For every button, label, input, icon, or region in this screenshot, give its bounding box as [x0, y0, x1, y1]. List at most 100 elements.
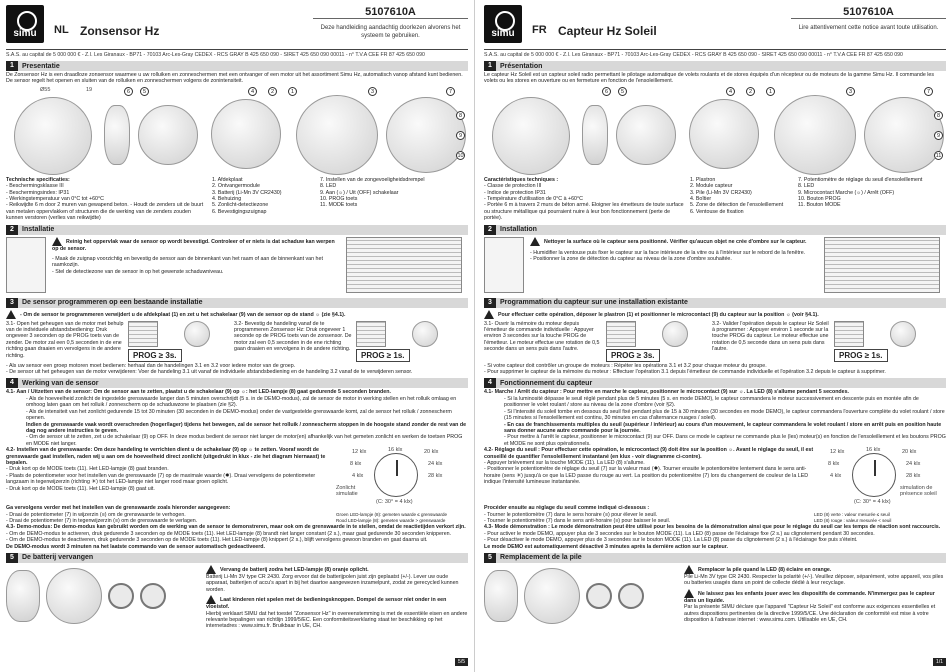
programming-note: - De sensor uit het geheugen van de moto…: [6, 369, 413, 376]
shutter-icon: [356, 320, 386, 347]
spec-item: - Werkingstemperatuur van 0°C tot +60°C: [6, 196, 104, 203]
page-title: Capteur Hz Soleil: [558, 24, 657, 38]
callout-3: 3: [846, 86, 855, 96]
operation-item: - Druk kort op de MODE toets (11). Het L…: [6, 485, 155, 492]
part-item: 7. Instellen van de zongevoeligheidsdrem…: [320, 176, 425, 183]
part-item: 3. Batterij (Li-Mn 3V CR2430): [212, 189, 282, 196]
step-3-1: 3.1- Open het geheugen van de motor met …: [6, 320, 124, 359]
language-code: NL: [54, 24, 69, 36]
programming-lead: - Om de sensor te programmeren verwijder…: [20, 311, 346, 318]
battery-text: Batterij Li-Mn 3V type CR 2430. Zorg erv…: [206, 573, 459, 593]
part-item: 10. Bouton PROG: [798, 196, 841, 203]
spec-item: - Portée 6 m à travers 2 murs de béton a…: [484, 202, 684, 222]
callout-7: 7: [446, 86, 455, 96]
page-number: 5/5: [455, 658, 468, 666]
battery-block: Vervang de batterij zodra het LED-lampje…: [6, 564, 468, 630]
part-item: 11. MODE toets: [320, 202, 358, 209]
led-legend-green: Groen LED-lampje (8): gemeten waarde ≤ g…: [336, 511, 448, 517]
back-illustration: [386, 96, 466, 173]
callout-10: 10: [456, 150, 465, 160]
page-title: Zonsensor Hz: [80, 24, 160, 38]
battery-block: Remplacer la pile quand la LED (8) éclai…: [484, 564, 946, 627]
callout-5: 5: [618, 86, 627, 96]
operation-item: - Plaats de potentiometer voor het inste…: [6, 472, 316, 486]
page-fr: simu FR Capteur Hz Soleil 5107610A Lire …: [484, 4, 946, 668]
part-item: 11. Bouton MODE: [798, 202, 841, 209]
led-legend-red: LED (8) rouge : valeur mesurée < seuil: [814, 517, 892, 523]
operation-item: - Druk kort op de MODE toets (11). Het L…: [6, 466, 169, 473]
shutter-illustration: [346, 236, 462, 293]
back-illustration: [864, 96, 944, 173]
installation-step: - Maak de zuignap voorzichtig en bevesti…: [52, 256, 323, 269]
demo-item: - Pour désactiver le mode DEMO, appuyer …: [484, 537, 858, 544]
specs-block: Technische specificaties: - Beschermings…: [6, 177, 468, 222]
spec-item: - Beschermingsindex: IP31: [6, 189, 70, 196]
operation-item: - En cas de franchissements multiples du…: [504, 421, 942, 434]
prog-1s-label: PROG ≥ 1s.: [356, 348, 410, 362]
warning-icon: [484, 309, 494, 319]
threshold-tip: Ga vervolgens verder met het instellen v…: [6, 505, 231, 512]
led-legend-red: Rood LED-lampje (8): gemeten waarde > gr…: [336, 517, 446, 523]
callout-6: 6: [602, 86, 611, 96]
part-item: 4. Boîtier: [690, 196, 712, 203]
callout-1: 1: [766, 86, 775, 96]
suction-cup-illustration: [616, 104, 676, 165]
step-3-1: 3.1- Ouvrir la mémoire du moteur depuis …: [484, 320, 600, 353]
callout-7: 7: [924, 86, 933, 96]
product-number: 5107610A: [791, 6, 946, 19]
part-item: 3. Pile (Li-Mn 3V CR2430): [690, 189, 752, 196]
part-item: 2. Ontvangermodule: [212, 183, 260, 190]
threshold-tip: - Draai de potentiometer (7) in tegenwij…: [6, 517, 198, 524]
dial-caption: simulation de présence soleil: [900, 485, 937, 498]
threshold-tip: Procéder ensuite au réglage du seuil com…: [484, 505, 650, 512]
programming-note: - Pour supprimer le capteur de la mémoir…: [484, 369, 886, 376]
part-item: 9. Microcontact Marche (☼) / Arrêt (OFF): [798, 189, 895, 196]
safety-warning: Ne laissez pas les enfants jouer avec le…: [684, 590, 935, 604]
sensor-icon: [412, 320, 438, 347]
company-info: S.A.S. au capital de 5 000 000 € - Z.I. …: [484, 52, 903, 58]
shutter-illustration: [824, 236, 940, 293]
callout-4: 4: [248, 86, 257, 96]
callout-9: 9: [456, 130, 465, 140]
callout-3: 3: [368, 86, 377, 96]
prog-1s-label: PROG ≥ 1s.: [834, 348, 888, 362]
spec-item: - Indice de protection IP31: [484, 189, 546, 196]
sensor-front-illustration: [492, 96, 570, 175]
threshold-dial: [852, 453, 896, 498]
programming-note: - Si votre capteur doit contrôler un gro…: [484, 362, 767, 369]
dial-temp-note: (C: 30° = 4 klx): [854, 499, 891, 506]
section-1-text: Le capteur Hz Soleil est un capteur sole…: [484, 72, 935, 85]
spec-item: - Reikwijdte 6 m door 2 muren van gewape…: [6, 202, 204, 222]
window-mount-illustration: [6, 236, 46, 293]
part-item: 1. Plastron: [690, 176, 716, 183]
operation-item: - Om de sensor uit te zetten, zet u de s…: [26, 434, 463, 447]
operation-item: - Positionner le potentiomètre de réglag…: [484, 466, 809, 486]
klux-dial-diagram: 12 klx 16 klx 20 klx 8 klx 24 klx 4 klx …: [336, 447, 443, 506]
warning-icon: [52, 236, 62, 246]
shutter-icon: [606, 320, 636, 347]
dimension-diameter: Ø55: [40, 86, 51, 93]
installation-step: - Stel de detectiezone van de sensor in …: [52, 268, 224, 275]
specs-block: Caractéristiques techniques : - Classe d…: [484, 177, 946, 222]
part-item: 8. LED: [320, 183, 337, 190]
shutter-icon: [834, 320, 864, 347]
battery-illustrations: [484, 565, 684, 627]
remote-icon: [662, 320, 688, 347]
battery-icon: [108, 582, 134, 609]
warning-icon: [206, 595, 216, 605]
warning-icon: [6, 309, 16, 319]
part-item: 5. Zone de détection de l'ensoleillement: [690, 202, 784, 209]
page-number: 1/1: [933, 658, 946, 666]
sensor-front-illustration: [14, 96, 92, 175]
operation-item: - Si l'intensité du soleil tombe en dess…: [504, 408, 945, 422]
threshold-tip: - Draai de potentiometer (7) in wijzerzi…: [6, 511, 186, 518]
part-item: 6. Ventouse de fixation: [690, 208, 744, 215]
battery-warning: Vervang de batterij zodra het LED-lampje…: [220, 566, 369, 573]
battery-icon: [618, 582, 644, 609]
safety-warning: Laat kinderen niet spelen met de bedieni…: [206, 597, 447, 611]
